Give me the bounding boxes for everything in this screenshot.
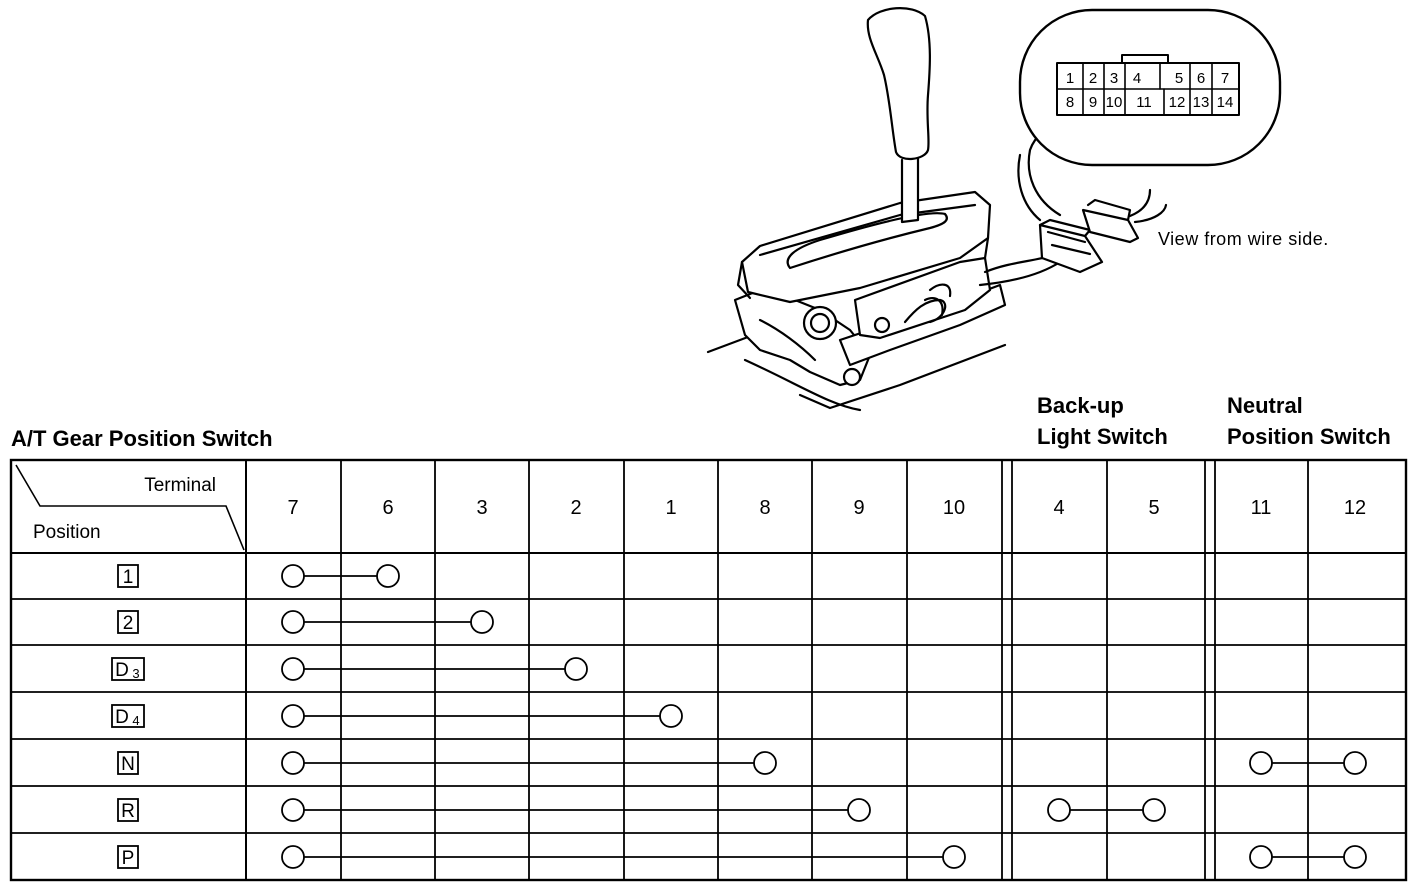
terminal-header: 11 <box>1251 497 1272 519</box>
continuity-table-grid <box>9 458 1408 882</box>
connector-pin-label: 13 <box>1193 94 1210 111</box>
continuity-node <box>281 751 305 775</box>
continuity-node <box>281 704 305 728</box>
position-label: N <box>117 751 139 775</box>
terminal-header: 2 <box>570 497 581 519</box>
position-label-letter: 2 <box>123 613 134 634</box>
continuity-node <box>281 845 305 869</box>
terminal-header: 7 <box>287 497 298 519</box>
continuity-node <box>1249 751 1273 775</box>
position-label-letter: P <box>122 848 135 869</box>
position-label-subscript: 4 <box>132 713 139 728</box>
connector-pin-label: 11 <box>1136 94 1152 111</box>
continuity-node <box>753 751 777 775</box>
connector-pin-label: 2 <box>1089 70 1097 87</box>
position-label-box <box>111 704 145 728</box>
position-label: P <box>117 845 139 869</box>
continuity-node <box>1249 845 1273 869</box>
terminal-header: 1 <box>665 497 676 519</box>
continuity-node <box>1047 798 1071 822</box>
continuity-node <box>1142 798 1166 822</box>
connector-pin-label: 12 <box>1169 94 1186 111</box>
continuity-node <box>847 798 871 822</box>
connector-pin-label: 14 <box>1217 94 1234 111</box>
position-label-box <box>117 751 139 775</box>
connector-pin-label: 6 <box>1197 70 1205 87</box>
neutral-position-switch-title: Neutral Position Switch <box>1227 390 1391 452</box>
position-label-box <box>111 657 145 681</box>
continuity-node <box>376 564 400 588</box>
terminal-header-row: 7 6 3 2 1 8 9 10 4 5 11 12 <box>287 497 1366 519</box>
continuity-node <box>942 845 966 869</box>
position-label-letter: D <box>115 707 129 728</box>
connector-pin-label: 1 <box>1066 70 1074 87</box>
terminal-header: 10 <box>943 497 965 519</box>
position-label-letter: 1 <box>123 567 134 588</box>
position-label-subscript: 3 <box>132 666 139 681</box>
position-label-box <box>117 564 139 588</box>
continuity-node <box>470 610 494 634</box>
connector-pin-label: 9 <box>1089 94 1097 111</box>
terminal-header: 4 <box>1053 497 1064 519</box>
continuity-node <box>281 657 305 681</box>
position-label-letter: N <box>121 754 135 775</box>
continuity-node <box>1343 845 1367 869</box>
continuity-node <box>281 610 305 634</box>
connector-pin-label: 4 <box>1133 70 1141 87</box>
position-label-box <box>117 610 139 634</box>
neutral-title-line1: Neutral <box>1227 393 1303 418</box>
connector-pin-label: 3 <box>1110 70 1118 87</box>
connector-pin-label: 7 <box>1221 70 1229 87</box>
position-label: R <box>117 798 139 822</box>
continuity-node <box>659 704 683 728</box>
view-from-wire-side-caption: View from wire side. <box>1158 229 1329 249</box>
backup-light-switch-title: Back-up Light Switch <box>1037 390 1168 452</box>
continuity-node <box>281 564 305 588</box>
backup-title-line2: Light Switch <box>1037 424 1168 449</box>
continuity-node <box>564 657 588 681</box>
terminal-header: 6 <box>382 497 393 519</box>
at-switch-title: A/T Gear Position Switch <box>11 426 273 451</box>
corner-label-position: Position <box>33 522 101 543</box>
position-label: 1 <box>117 564 139 588</box>
continuity-node <box>1343 751 1367 775</box>
connector-pin-label: 10 <box>1106 94 1123 111</box>
position-label-box <box>117 798 139 822</box>
position-label: 2 <box>117 610 139 634</box>
terminal-header: 3 <box>476 497 487 519</box>
continuity-connections <box>281 564 1367 869</box>
neutral-title-line2: Position Switch <box>1227 424 1391 449</box>
backup-title-line1: Back-up <box>1037 393 1124 418</box>
corner-label-terminal: Terminal <box>144 475 216 496</box>
position-label-letter: D <box>115 660 129 681</box>
terminal-header: 8 <box>759 497 770 519</box>
terminal-header: 12 <box>1344 497 1366 519</box>
position-label-box <box>117 845 139 869</box>
shifter-illustration <box>706 7 1282 412</box>
connector-pin-label: 8 <box>1066 94 1074 111</box>
position-label-letter: R <box>121 801 135 822</box>
terminal-header: 5 <box>1148 497 1159 519</box>
terminal-header: 9 <box>853 497 864 519</box>
continuity-node <box>281 798 305 822</box>
connector-pin-label: 5 <box>1175 70 1183 87</box>
